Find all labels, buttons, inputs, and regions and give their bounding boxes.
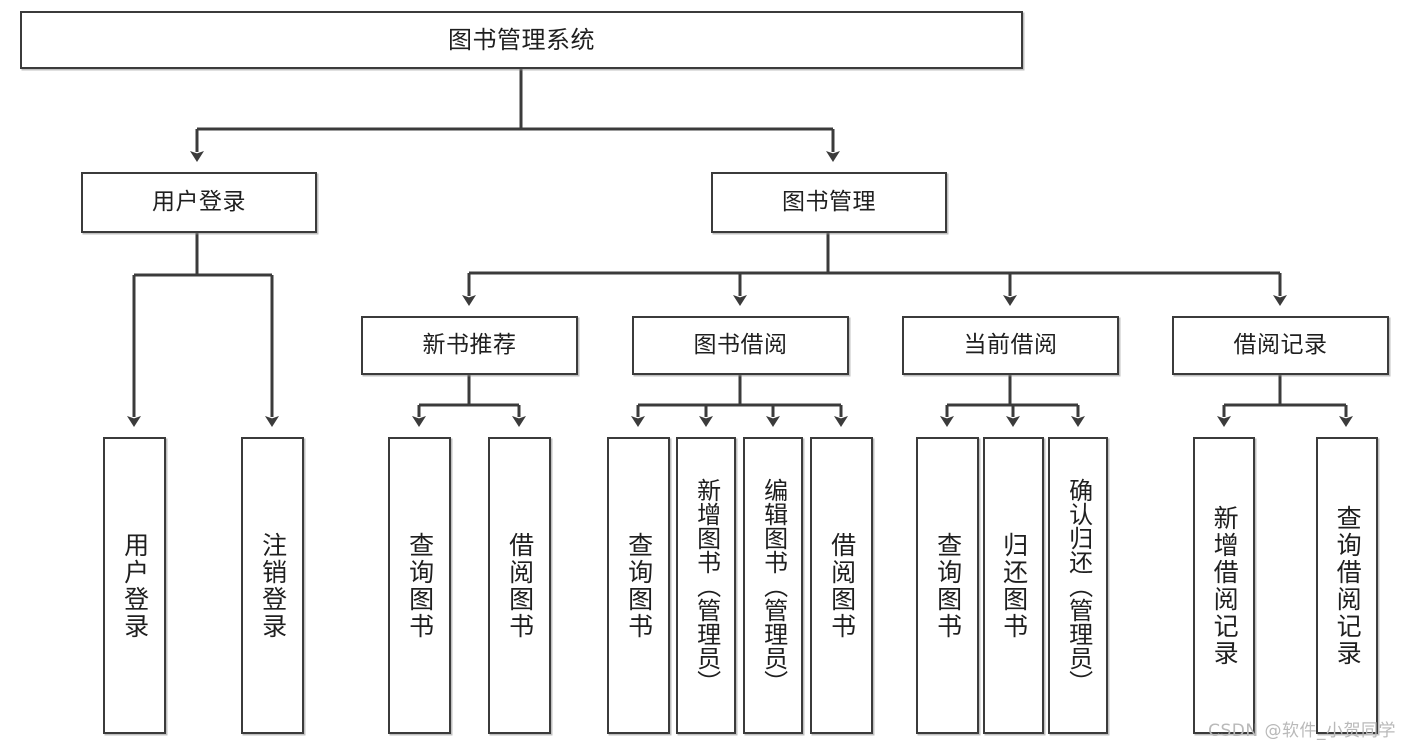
node-leaf-confirm-return[interactable]: 确认归还（管理员）	[1048, 437, 1108, 734]
node-label: 归还图书	[999, 531, 1029, 640]
node-label: 查询图书	[405, 531, 435, 640]
node-leaf-return-book[interactable]: 归还图书	[983, 437, 1044, 734]
node-label: 新增图书（管理员）	[692, 477, 721, 694]
node-leaf-query-book-2[interactable]: 查询图书	[607, 437, 670, 734]
node-label: 新增借阅记录	[1210, 504, 1240, 667]
node-leaf-query-borrow-record[interactable]: 查询借阅记录	[1316, 437, 1378, 734]
node-label: 图书管理	[782, 188, 876, 215]
node-leaf-query-book-1[interactable]: 查询图书	[388, 437, 451, 734]
node-label: 查询图书	[933, 531, 963, 640]
node-label: 借阅记录	[1233, 331, 1328, 358]
node-label: 编辑图书（管理员）	[759, 477, 788, 694]
node-user-login[interactable]: 用户登录	[81, 172, 317, 233]
node-label: 查询借阅记录	[1333, 504, 1363, 667]
node-label: 注销登录	[258, 531, 288, 640]
node-leaf-add-book[interactable]: 新增图书（管理员）	[676, 437, 736, 734]
node-leaf-logout-login[interactable]: 注销登录	[241, 437, 304, 734]
node-label: 借阅图书	[505, 531, 535, 640]
node-leaf-borrow-book-2[interactable]: 借阅图书	[810, 437, 873, 734]
node-label: 当前借阅	[963, 331, 1058, 358]
node-root-system[interactable]: 图书管理系统	[20, 11, 1023, 69]
node-leaf-borrow-book-1[interactable]: 借阅图书	[488, 437, 551, 734]
node-label: 用户登录	[120, 531, 150, 640]
node-book-borrow[interactable]: 图书借阅	[632, 316, 849, 375]
node-leaf-query-book-3[interactable]: 查询图书	[916, 437, 979, 734]
node-leaf-user-login[interactable]: 用户登录	[103, 437, 166, 734]
node-label: 图书借阅	[693, 331, 788, 358]
node-label: 图书管理系统	[448, 25, 595, 54]
node-label: 新书推荐	[422, 331, 517, 358]
node-label: 确认归还（管理员）	[1064, 477, 1093, 694]
node-label: 用户登录	[152, 188, 246, 215]
node-label: 查询图书	[624, 531, 654, 640]
node-new-book-recommend[interactable]: 新书推荐	[361, 316, 578, 375]
node-leaf-add-borrow-record[interactable]: 新增借阅记录	[1193, 437, 1255, 734]
watermark-text: CSDN @软件_小贺同学	[1208, 721, 1396, 741]
node-current-borrow[interactable]: 当前借阅	[902, 316, 1119, 375]
node-borrow-record[interactable]: 借阅记录	[1172, 316, 1389, 375]
node-book-management[interactable]: 图书管理	[711, 172, 947, 233]
node-leaf-edit-book[interactable]: 编辑图书（管理员）	[743, 437, 803, 734]
node-label: 借阅图书	[827, 531, 857, 640]
